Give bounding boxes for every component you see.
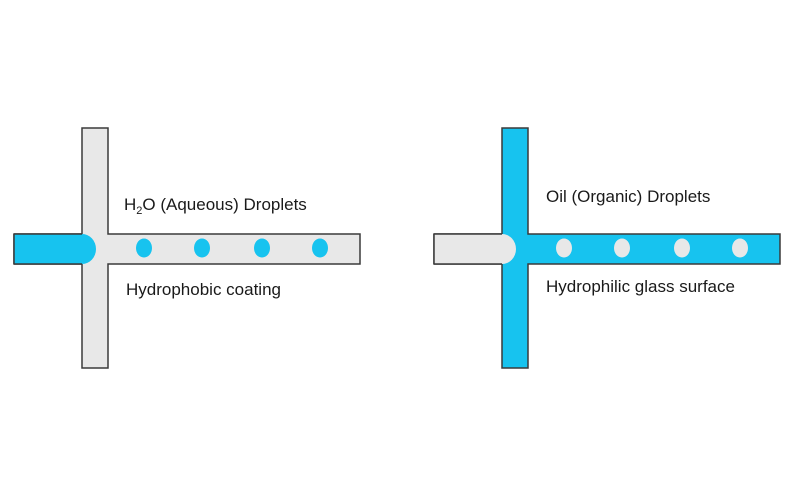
left-droplet-2 [194, 238, 210, 258]
right-droplet-2 [614, 238, 630, 258]
left-droplet-4 [312, 238, 328, 258]
left-label-bottom: Hydrophobic coating [126, 280, 281, 299]
right-label-top: Oil (Organic) Droplets [546, 187, 710, 206]
right-droplet-4 [732, 238, 748, 258]
left-dispersed-phase-inlet [14, 234, 96, 264]
left-label-top: H2O (Aqueous) Droplets [124, 195, 307, 217]
left-label-top-suffix: O (Aqueous) Droplets [142, 195, 306, 214]
left-droplet-1 [136, 238, 152, 258]
right-dispersed-phase-inlet [434, 234, 516, 264]
right-droplet-3 [674, 238, 690, 258]
right-droplet-1 [556, 238, 572, 258]
right-label-bottom: Hydrophilic glass surface [546, 277, 735, 296]
left-panel: H2O (Aqueous) Droplets Hydrophobic coati… [13, 127, 361, 369]
left-droplet-3 [254, 238, 270, 258]
right-panel: Oil (Organic) Droplets Hydrophilic glass… [433, 127, 781, 369]
left-label-top-prefix: H [124, 195, 136, 214]
left-label-top-subscript: 2 [136, 205, 142, 217]
